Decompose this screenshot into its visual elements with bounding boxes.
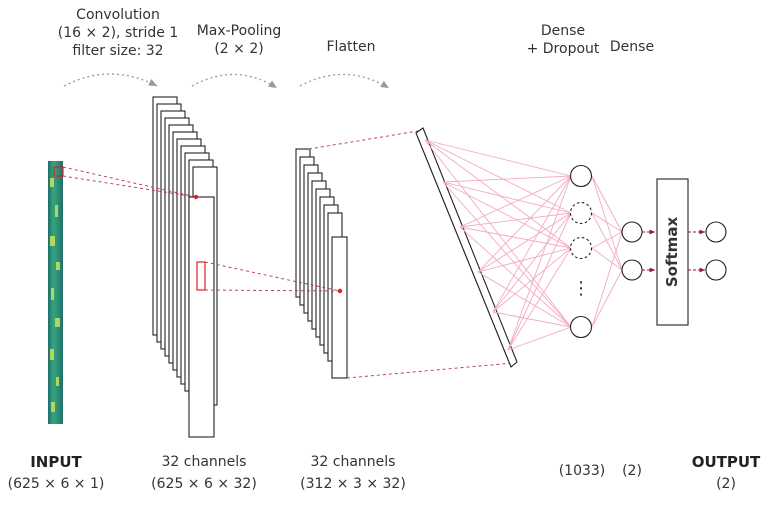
neuron-ellipsis: ⋮	[572, 278, 590, 299]
pooled-front-map	[331, 236, 348, 379]
neuron	[569, 164, 593, 188]
pool-arrow	[191, 73, 278, 89]
softmax-box	[656, 178, 689, 326]
neuron	[569, 315, 593, 339]
conv-feature-stack	[152, 96, 218, 438]
input-feature-map	[48, 161, 64, 424]
input-caption: INPUT (625 × 6 × 1)	[0, 451, 112, 495]
dense-dropout-layer	[569, 164, 593, 339]
neuron	[621, 259, 643, 281]
conv-arrow	[63, 73, 158, 87]
dense-step-title: Dense	[609, 39, 655, 55]
output-caption: OUTPUT (2)	[681, 451, 771, 495]
dropped-neuron	[569, 201, 593, 225]
flattened-vector	[415, 127, 518, 368]
conv-channels: 32 channels	[161, 454, 247, 470]
dense1-dims: (1033)	[558, 463, 606, 479]
conv-step-title: Convolution (16 × 2), stride 1 filter si…	[28, 6, 208, 60]
softmax-label-box: Softmax	[657, 179, 688, 325]
pool-caption: 32 channels (312 × 3 × 32)	[283, 451, 423, 495]
input-filter-window	[53, 166, 64, 177]
conv-line-3: filter size: 32	[72, 43, 164, 59]
conv-pool-window	[196, 261, 206, 291]
dense-dropout-line-1: Dense	[540, 23, 586, 39]
projection-lines	[62, 130, 514, 379]
pool-channels: 32 channels	[310, 454, 396, 470]
softmax-arrows	[642, 229, 705, 273]
output-neuron	[705, 259, 727, 281]
pooled-feature-stack	[295, 148, 348, 379]
dense-connections	[424, 139, 623, 351]
neuron	[621, 221, 643, 243]
dense-layer	[621, 221, 643, 281]
conv-line-2: (16 × 2), stride 1	[57, 25, 179, 41]
input-title: INPUT	[30, 453, 82, 471]
conv-dims: (625 × 6 × 32)	[151, 476, 257, 492]
dense-dropout-step-title: Dense + Dropout	[518, 22, 608, 58]
conv-front-map	[188, 196, 215, 438]
flatten-arrow	[299, 73, 390, 89]
output-title: OUTPUT	[691, 453, 761, 471]
pool-line-1: Max-Pooling	[196, 23, 282, 39]
output-dims: (2)	[716, 476, 736, 492]
flatten-step-title: Flatten	[326, 39, 376, 55]
dropped-neuron	[569, 236, 593, 260]
transition-arrows	[63, 73, 390, 89]
dense2-dims: (2)	[622, 463, 642, 479]
conv-line-1: Convolution	[76, 7, 160, 23]
dense-dropout-line-2: + Dropout	[526, 41, 600, 57]
output-layer	[705, 221, 727, 281]
pool-step-title: Max-Pooling (2 × 2)	[184, 22, 294, 58]
output-neuron	[705, 221, 727, 243]
softmax-label: Softmax	[663, 216, 682, 288]
conv-caption: 32 channels (625 × 6 × 32)	[134, 451, 274, 495]
input-dims: (625 × 6 × 1)	[7, 476, 105, 492]
pool-line-2: (2 × 2)	[214, 41, 264, 57]
pool-dims: (312 × 3 × 32)	[300, 476, 406, 492]
